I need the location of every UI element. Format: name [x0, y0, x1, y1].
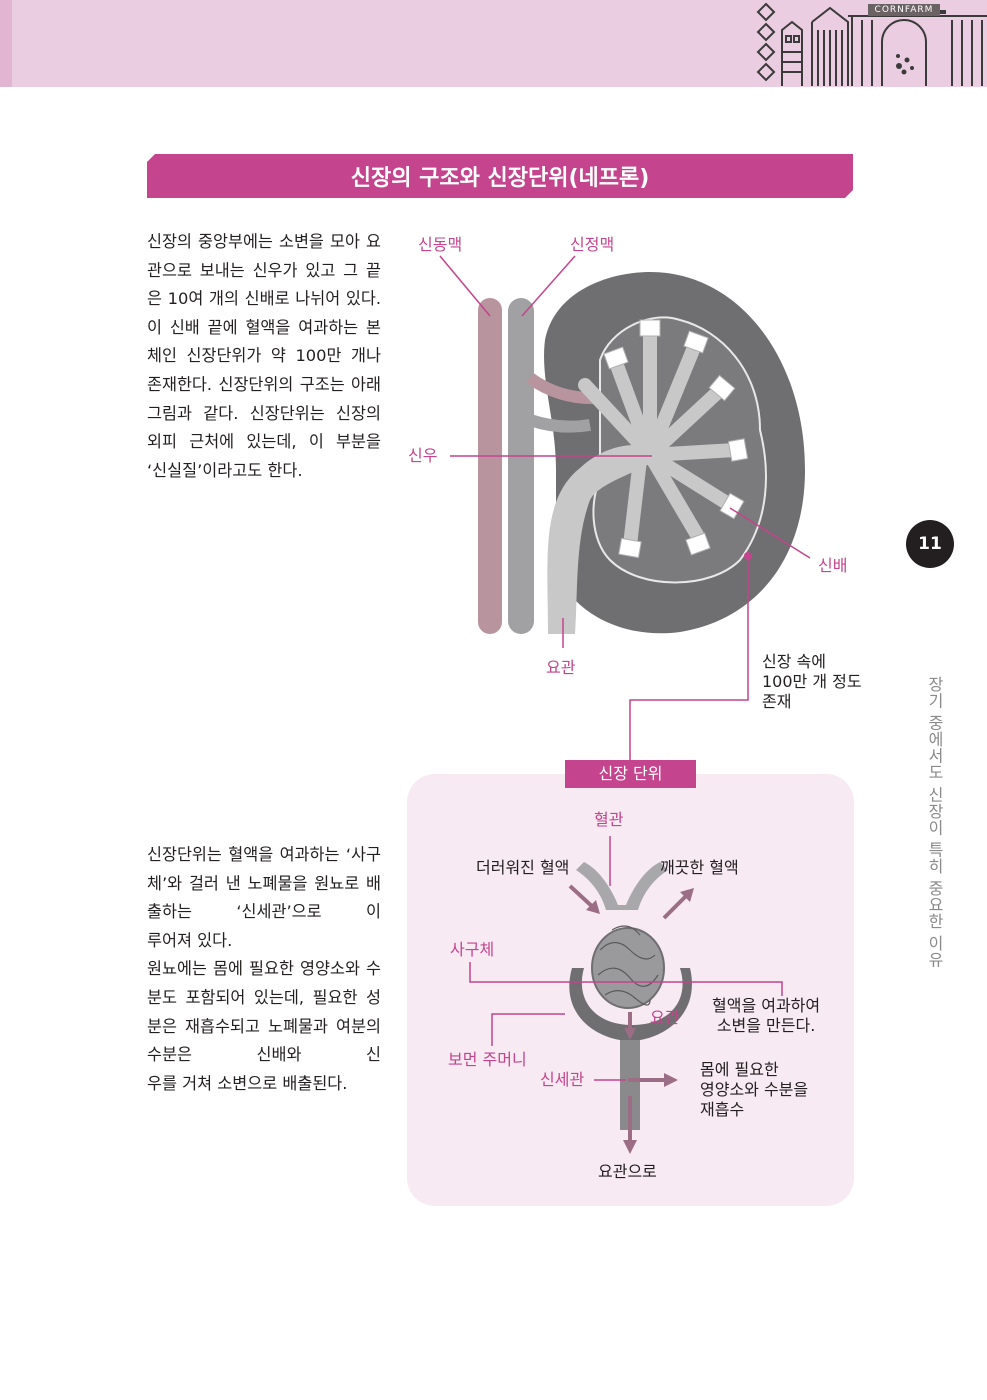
label-tubule: 신세관: [540, 1070, 585, 1089]
renal-vein: [508, 298, 534, 634]
label-dirty-blood: 더러워진 혈액: [476, 858, 570, 877]
header-edge: [0, 0, 12, 87]
intro-paragraph-body: 신장의 중앙부에는 소변을 모아 요관으로 보내는 신우가 있고 그 끝은 10…: [147, 232, 381, 452]
label-renal-pelvis: 신우: [408, 446, 438, 465]
section-title: 신장의 구조와 신장단위(네프론): [350, 166, 650, 191]
nephron-paragraph-last-line: 우를 거쳐 소변으로 배출된다.: [147, 1073, 348, 1093]
label-calyx: 신배: [818, 556, 848, 575]
page-number: 11: [906, 520, 954, 568]
label-glomerulus: 사구체: [450, 940, 495, 959]
renal-pelvis: [547, 445, 660, 634]
label-renal-vein: 신정맥: [570, 235, 615, 254]
label-renal-artery: 신동맥: [418, 235, 463, 254]
nephron-panel: [407, 774, 854, 1206]
label-nephron-count: 신장 속에 100만 개 정도 존재: [762, 652, 862, 711]
renal-artery: [478, 298, 502, 634]
label-ureter: 요관: [546, 658, 576, 677]
kidney-shape: [544, 272, 805, 634]
label-filter-note: 혈액을 여과하여 소변을 만든다.: [712, 996, 821, 1035]
nephron-paragraph-body2: 원뇨에는 몸에 필요한 영양소와 수분도 포함되어 있는데, 필요한 성분은 재…: [147, 959, 381, 1065]
label-bowman-capsule: 보먼 주머니: [448, 1050, 527, 1069]
intro-paragraph: 신장의 중앙부에는 소변을 모아 요관으로 보내는 신우가 있고 그 끝은 10…: [147, 228, 381, 485]
brand-logo: CORNFARM: [868, 4, 940, 16]
nephron-paragraph-body: 신장단위는 혈액을 여과하는 ‘사구체’와 걸러 낸 노폐물을 원뇨로 배출하는…: [147, 845, 381, 922]
label-reabsorb-note: 몸에 필요한 영양소와 수분을 재흡수: [700, 1060, 809, 1119]
section-title-bar: 신장의 구조와 신장단위(네프론): [147, 154, 853, 198]
nephron-paragraph-line: 루어져 있다.: [147, 930, 233, 950]
chapter-side-title: 장기 중에서도 신장이 특히 중요한 이유: [925, 676, 944, 968]
intro-paragraph-last-line: ‘신실질’이라고도 한다.: [147, 460, 303, 480]
kidney-medulla: [592, 316, 767, 584]
label-nephron-ureter: 요관: [650, 1008, 680, 1027]
label-to-ureter: 요관으로: [598, 1162, 657, 1181]
nephron-paragraph: 신장단위는 혈액을 여과하는 ‘사구체’와 걸러 낸 노폐물을 원뇨로 배출하는…: [147, 841, 381, 1098]
label-clean-blood: 깨끗한 혈액: [660, 858, 739, 877]
label-blood-vessel: 혈관: [594, 810, 624, 829]
nephron-tag: 신장 단위: [565, 760, 696, 788]
